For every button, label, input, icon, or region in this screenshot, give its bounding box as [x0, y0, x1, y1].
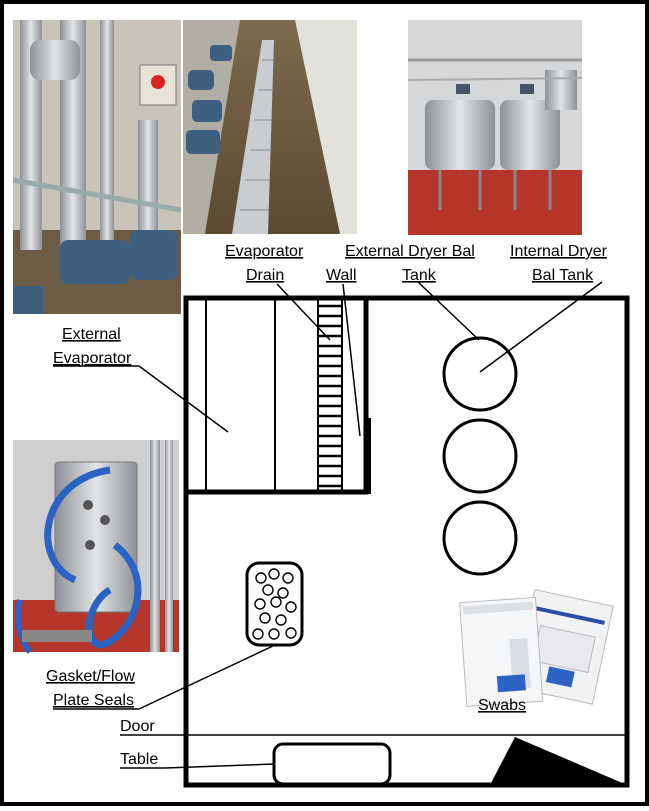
leader-lines [53, 281, 627, 769]
label-evaporator-drain-l2: Drain [246, 267, 284, 284]
photo-evaporator-pumps [12, 20, 182, 314]
label-external-dryer-l1: External Dryer Bal [345, 243, 475, 260]
label-table: Table [120, 751, 158, 768]
label-gasket-l1: Gasket/Flow [46, 668, 135, 685]
drain-grate [317, 297, 343, 493]
tank-3 [442, 500, 518, 576]
table-shape [272, 742, 392, 786]
label-external-evaporator-l1: External [62, 326, 121, 343]
label-swabs: Swabs [478, 697, 526, 714]
label-wall: Wall [326, 267, 357, 284]
photo-swab-packets [459, 589, 614, 707]
label-external-dryer-l2: Tank [402, 267, 437, 284]
label-external-evaporator-l2: Evaporator [53, 350, 132, 367]
photo-plate-heat-exchanger [13, 440, 179, 654]
label-internal-dryer-l1: Internal Dryer [510, 243, 608, 260]
label-internal-dryer-l2: Bal Tank [532, 267, 594, 284]
tank-2 [442, 418, 518, 494]
label-door: Door [120, 718, 155, 735]
room-outline [183, 295, 630, 788]
photo-bal-tanks [407, 20, 583, 235]
label-evaporator-drain-l1: Evaporator [225, 243, 304, 260]
wall-segment [364, 418, 371, 494]
photo-drain-corridor [183, 20, 357, 234]
gasket-box [245, 561, 304, 647]
door-wedge [490, 737, 627, 785]
label-gasket-l2: Plate Seals [53, 692, 134, 709]
tank-1 [442, 336, 518, 412]
